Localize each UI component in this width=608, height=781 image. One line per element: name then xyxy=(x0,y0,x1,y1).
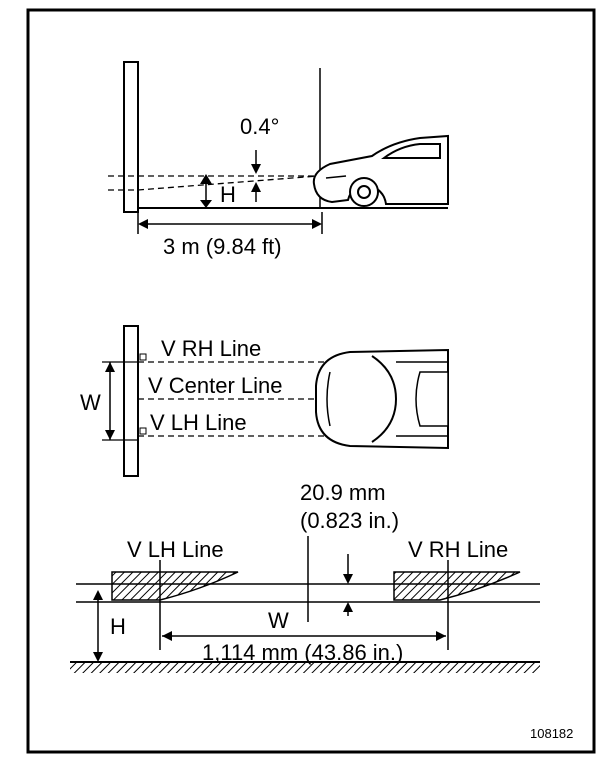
width-label-plan: W xyxy=(80,390,101,415)
distance-label: 3 m (9.84 ft) xyxy=(163,234,282,259)
angle-label: 0.4° xyxy=(240,114,279,139)
width-label-screen: W xyxy=(268,608,289,633)
screen-wall-plan xyxy=(123,325,139,477)
height-label-top: H xyxy=(220,182,236,207)
figure-id: 108182 xyxy=(530,726,573,741)
height-label-screen: H xyxy=(110,614,126,639)
center-line-label-plan: V Center Line xyxy=(148,373,283,398)
lh-beam-pattern xyxy=(111,571,239,601)
screen-wall xyxy=(123,61,139,213)
car-top-silhouette xyxy=(315,348,449,450)
lh-line-label-screen: V LH Line xyxy=(127,537,224,562)
rh-beam-pattern xyxy=(393,571,521,601)
ground-hatch xyxy=(70,663,540,673)
screen-pattern-view: 20.9 mm (0.823 in.) V LH Line V RH Line … xyxy=(70,480,540,673)
figure-frame xyxy=(26,8,596,754)
offset-line2: (0.823 in.) xyxy=(300,508,399,533)
side-view: 0.4° H 3 m (9.84 ft) xyxy=(108,61,449,259)
plan-view: W V RH Line V Center Line V LH Line xyxy=(80,325,449,477)
offset-line1: 20.9 mm xyxy=(300,480,386,505)
width-value-label: 1,114 mm (43.86 in.) xyxy=(202,640,403,665)
car-side-silhouette xyxy=(312,134,449,207)
rh-line-label-plan: V RH Line xyxy=(161,336,261,361)
lh-line-label-plan: V LH Line xyxy=(150,410,247,435)
rh-line-label-screen: V RH Line xyxy=(408,537,508,562)
